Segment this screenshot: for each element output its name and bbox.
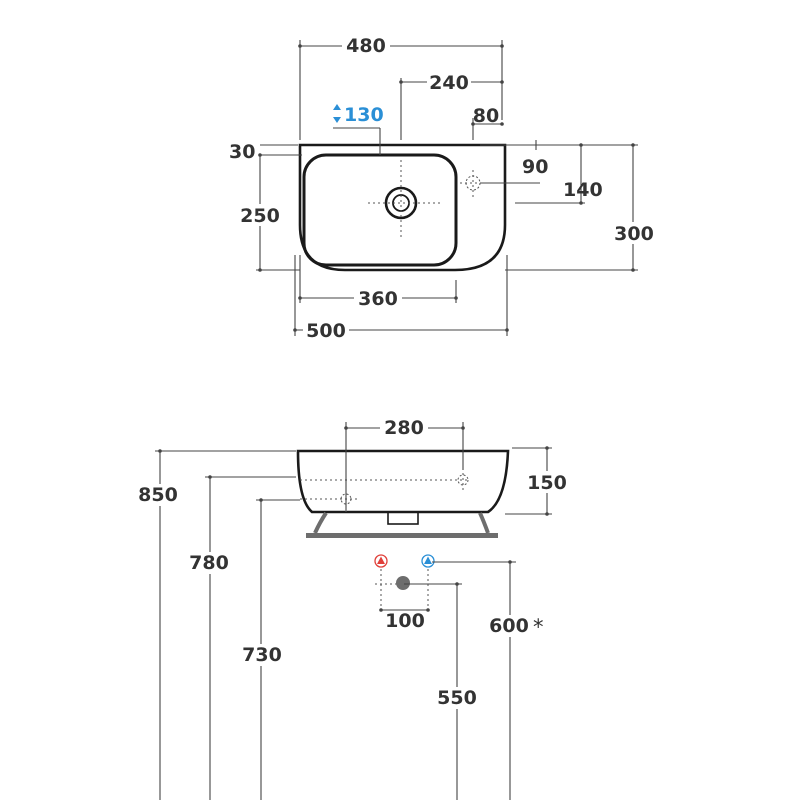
drain-outer xyxy=(384,186,418,220)
dim-730: 730 xyxy=(239,498,300,800)
label-90: 90 xyxy=(522,156,548,178)
dim-30: 30 xyxy=(229,141,302,163)
label-80: 80 xyxy=(473,105,499,127)
label-150: 150 xyxy=(527,472,567,494)
basin-outline-top xyxy=(298,143,507,272)
drain-inner xyxy=(392,194,410,212)
asterisk-note: * xyxy=(533,615,544,639)
basin-outline-side xyxy=(296,449,510,514)
tap-hole xyxy=(465,175,481,191)
label-30: 30 xyxy=(229,141,255,163)
waste-outlet xyxy=(396,576,410,590)
dim-500: 500 xyxy=(293,255,509,342)
dim-90: 90 xyxy=(480,140,548,184)
double-arrow-up-down-icon xyxy=(333,104,341,123)
label-360: 360 xyxy=(358,288,398,310)
dim-600: 600 * xyxy=(432,560,548,800)
dim-240: 240 xyxy=(399,71,504,140)
bowl-outline xyxy=(302,153,458,267)
dim-130: 130 xyxy=(333,104,384,155)
dim-150: 150 xyxy=(505,446,569,516)
label-600: 600 xyxy=(489,615,529,637)
label-250: 250 xyxy=(240,205,280,227)
dim-80: 80 xyxy=(471,105,504,140)
cold-water-triangle-icon xyxy=(421,554,435,568)
label-100: 100 xyxy=(385,610,425,632)
bracket-leg-right xyxy=(478,512,490,534)
dim-250: 250 xyxy=(238,153,300,272)
label-500: 500 xyxy=(306,320,346,342)
label-730: 730 xyxy=(242,644,282,666)
label-300: 300 xyxy=(614,223,654,245)
dim-780: 780 xyxy=(187,475,296,800)
label-780: 780 xyxy=(189,552,229,574)
top-view: 480 240 80 130 xyxy=(229,34,656,342)
bracket-shelf xyxy=(306,533,498,538)
side-view: 280 150 850 780 xyxy=(136,417,569,800)
dim-280: 280 xyxy=(344,417,465,510)
water-inlets: 100 xyxy=(374,554,435,632)
waste-body xyxy=(387,511,419,525)
dim-480: 480 xyxy=(298,34,504,140)
label-850: 850 xyxy=(138,484,178,506)
dim-300: 300 xyxy=(505,143,656,272)
label-130: 130 xyxy=(344,104,384,126)
dim-140: 140 xyxy=(505,143,603,205)
label-280: 280 xyxy=(384,417,424,439)
label-240: 240 xyxy=(429,72,469,94)
dim-360: 360 xyxy=(298,255,458,310)
label-140: 140 xyxy=(563,179,603,201)
label-480: 480 xyxy=(346,35,386,57)
dim-850: 850 xyxy=(136,449,296,800)
hot-water-triangle-icon xyxy=(374,554,388,568)
dim-550: 550 xyxy=(404,582,481,800)
label-550: 550 xyxy=(437,687,477,709)
bracket-leg-left xyxy=(313,511,328,534)
